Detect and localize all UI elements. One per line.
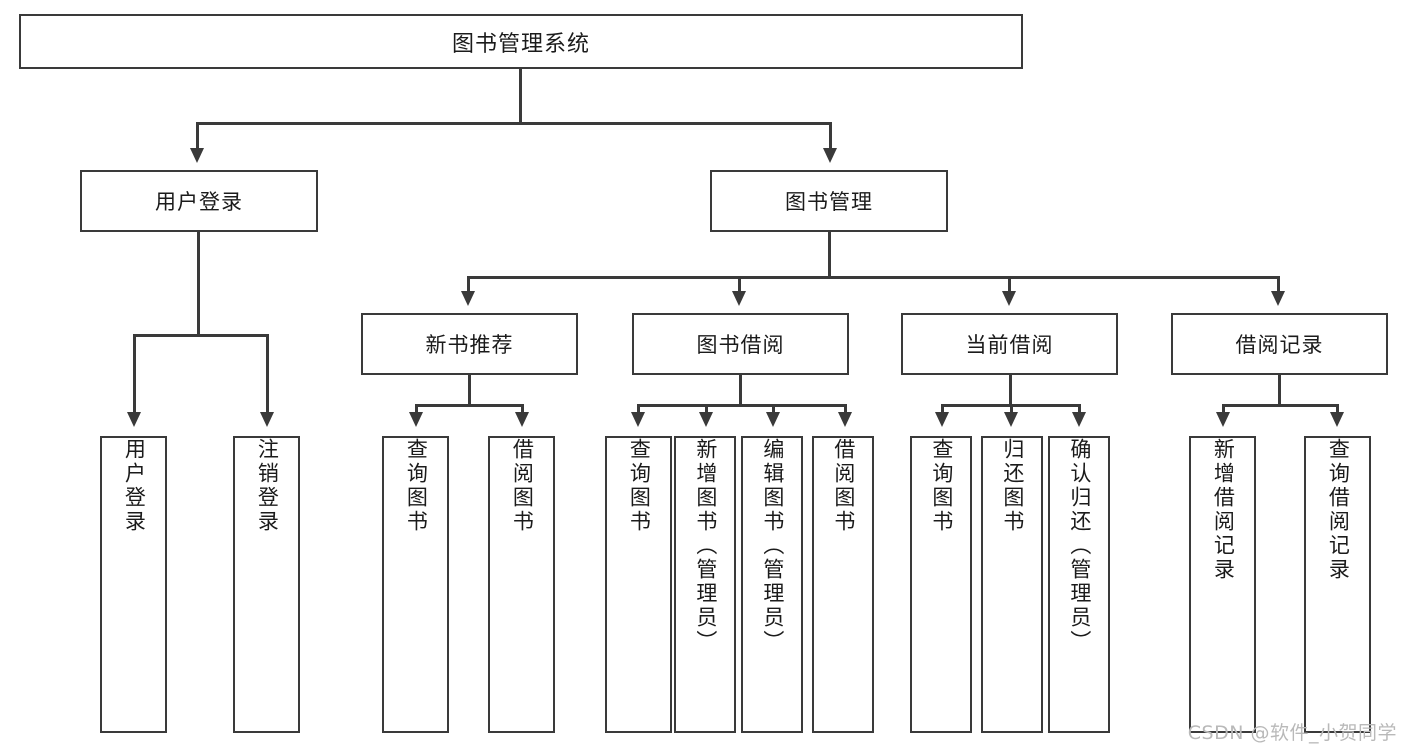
leaf-label: 用户登录 [122, 438, 147, 534]
node-label: 借阅记录 [1235, 333, 1324, 357]
connector-root-to-book-management [829, 122, 832, 150]
leaf-book-borrow-add-book-admin[interactable]: 新增图书（管理员） [674, 436, 736, 733]
connector-user-login-to-leaf-2 [266, 334, 269, 414]
leaf-label: 注销登录 [255, 438, 280, 534]
node-user-login[interactable]: 用户登录 [80, 170, 318, 232]
leaf-new-book-borrow-book[interactable]: 借阅图书 [488, 436, 555, 733]
connector-bb-to-leaf-3 [772, 404, 775, 415]
leaf-label: 查询图书 [627, 438, 652, 534]
arrow-user-login-to-leaf-2 [260, 412, 274, 427]
connector-book-borrow-bus [637, 404, 847, 407]
leaf-label: 借阅图书 [510, 438, 535, 534]
node-borrow-record[interactable]: 借阅记录 [1171, 313, 1388, 375]
arrow-bb-to-leaf-2 [699, 412, 713, 427]
connector-cb-to-leaf-1 [941, 404, 944, 415]
arrow-bb-to-leaf-4 [838, 412, 852, 427]
arrow-root-to-book-management [823, 148, 837, 163]
leaf-current-borrow-confirm-return-admin[interactable]: 确认归还（管理员） [1048, 436, 1110, 733]
leaf-current-borrow-query-book[interactable]: 查询图书 [910, 436, 972, 733]
leaf-borrow-record-query-record[interactable]: 查询借阅记录 [1304, 436, 1371, 733]
leaf-new-book-query-book[interactable]: 查询图书 [382, 436, 449, 733]
leaf-label: 编辑图书（管理员） [760, 438, 785, 654]
node-label: 图书借阅 [696, 333, 785, 357]
connector-bb-to-leaf-1 [637, 404, 640, 415]
arrow-br-to-leaf-1 [1216, 412, 1230, 427]
leaf-label: 查询图书 [929, 438, 954, 534]
connector-borrow-record-stem [1278, 375, 1281, 405]
node-book-management[interactable]: 图书管理 [710, 170, 948, 232]
node-label: 当前借阅 [965, 333, 1054, 357]
node-label: 用户登录 [155, 190, 243, 214]
connector-borrow-record-bus [1222, 404, 1339, 407]
connector-br-to-leaf-1 [1222, 404, 1225, 415]
connector-current-borrow-stem [1009, 375, 1012, 405]
arrow-br-to-leaf-2 [1330, 412, 1344, 427]
leaf-book-borrow-edit-book-admin[interactable]: 编辑图书（管理员） [741, 436, 803, 733]
leaf-user-login-logout[interactable]: 注销登录 [233, 436, 300, 733]
arrow-bb-to-leaf-3 [766, 412, 780, 427]
leaf-borrow-record-add-record[interactable]: 新增借阅记录 [1189, 436, 1256, 733]
connector-book-management-bus [467, 276, 1279, 279]
connector-new-book-stem [468, 375, 471, 405]
connector-root-to-user-login [196, 122, 199, 150]
connector-cb-to-leaf-3 [1078, 404, 1081, 415]
connector-bm-to-book-borrow [738, 276, 741, 299]
leaf-current-borrow-return-book[interactable]: 归还图书 [981, 436, 1043, 733]
connector-book-management-stem [828, 232, 831, 277]
arrow-user-login-to-leaf-1 [127, 412, 141, 427]
arrow-bm-to-current-borrow [1002, 291, 1016, 306]
node-current-borrow[interactable]: 当前借阅 [901, 313, 1118, 375]
connector-nb-to-leaf-1 [415, 404, 418, 415]
arrow-bb-to-leaf-1 [631, 412, 645, 427]
leaf-user-login-login[interactable]: 用户登录 [100, 436, 167, 733]
connector-nb-to-leaf-2 [521, 404, 524, 415]
connector-user-login-bus [133, 334, 266, 337]
arrow-bm-to-new-book [461, 291, 475, 306]
connector-user-login-stem [197, 232, 200, 335]
node-new-book-recommend[interactable]: 新书推荐 [361, 313, 578, 375]
connector-user-login-to-leaf-1 [133, 334, 136, 414]
arrow-root-to-user-login [190, 148, 204, 163]
connector-bm-to-borrow-record [1277, 276, 1280, 299]
arrow-bm-to-borrow-record [1271, 291, 1285, 306]
arrow-nb-to-leaf-2 [515, 412, 529, 427]
node-root-book-management-system[interactable]: 图书管理系统 [19, 14, 1023, 69]
arrow-cb-to-leaf-3 [1072, 412, 1086, 427]
connector-bm-to-current-borrow [1008, 276, 1011, 299]
leaf-label: 确认归还（管理员） [1067, 438, 1092, 654]
connector-br-to-leaf-2 [1336, 404, 1339, 415]
connector-root-bus [196, 122, 832, 125]
leaf-label: 查询借阅记录 [1326, 438, 1351, 582]
leaf-label: 归还图书 [1000, 438, 1025, 534]
connector-bm-to-new-book [467, 276, 470, 299]
leaf-label: 借阅图书 [831, 438, 856, 534]
leaf-book-borrow-query-book[interactable]: 查询图书 [605, 436, 672, 733]
node-label: 新书推荐 [425, 333, 514, 357]
connector-bb-to-leaf-2 [705, 404, 708, 415]
connector-root-stem [519, 69, 522, 123]
arrow-nb-to-leaf-1 [409, 412, 423, 427]
connector-new-book-bus [415, 404, 523, 407]
leaf-book-borrow-borrow-book[interactable]: 借阅图书 [812, 436, 874, 733]
arrow-bm-to-book-borrow [732, 291, 746, 306]
connector-bb-to-leaf-4 [844, 404, 847, 415]
connector-cb-to-leaf-2 [1010, 404, 1013, 415]
arrow-cb-to-leaf-1 [935, 412, 949, 427]
node-book-borrow[interactable]: 图书借阅 [632, 313, 849, 375]
arrow-cb-to-leaf-2 [1004, 412, 1018, 427]
watermark-csdn: CSDN @软件_小贺同学 [1187, 722, 1397, 744]
leaf-label: 新增借阅记录 [1211, 438, 1236, 582]
leaf-label: 新增图书（管理员） [693, 438, 718, 654]
node-label: 图书管理 [785, 190, 873, 214]
node-label: 图书管理系统 [451, 31, 590, 57]
connector-book-borrow-stem [739, 375, 742, 405]
leaf-label: 查询图书 [404, 438, 429, 534]
